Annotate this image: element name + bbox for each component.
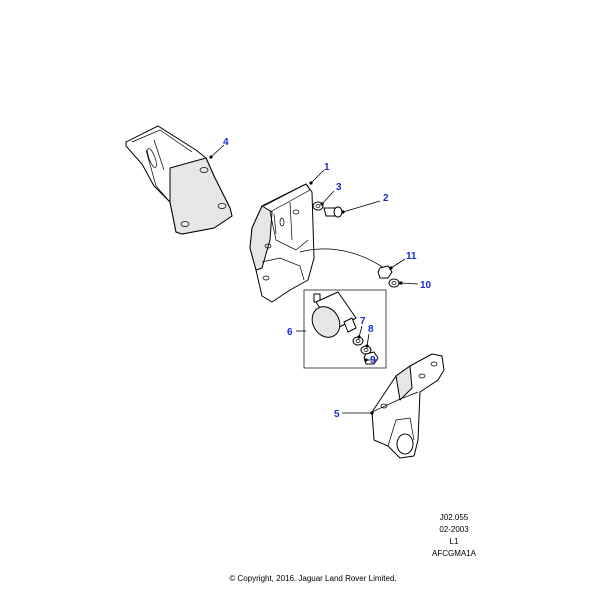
part-4-bracket	[125, 125, 233, 235]
callout-7: 7	[360, 316, 366, 327]
part-1-mounting-bracket	[249, 183, 315, 303]
callout-10: 10	[420, 280, 432, 291]
part-11-nut	[377, 265, 393, 279]
illustration-reference: J02.055 02-2003 L1 AFCGMA1A	[420, 512, 488, 560]
copyright-notice: © Copyright, 2016. Jaguar Land Rover Lim…	[229, 574, 397, 583]
retaining-cable	[299, 248, 385, 269]
callout-9: 9	[370, 355, 376, 366]
part-6-rubber-mount	[311, 291, 357, 338]
callout-3: 3	[336, 182, 342, 193]
part-2-bolt	[323, 206, 343, 218]
callout-2: 2	[383, 193, 389, 204]
reference-level: L1	[449, 537, 459, 546]
reference-code: J02.055	[439, 513, 469, 522]
callout-1: 1	[324, 162, 330, 173]
part-6-group-box	[303, 289, 387, 369]
reference-illustration-id: AFCGMA1A	[431, 549, 476, 558]
reference-date: 02-2003	[439, 525, 469, 534]
callout-8: 8	[368, 324, 374, 335]
callout-5: 5	[334, 409, 340, 420]
callout-6: 6	[287, 327, 293, 338]
callout-labels: 4 1 3 2 11 10 6 7 8 9 5	[223, 137, 432, 420]
part-10-washer	[388, 278, 400, 288]
callout-11: 11	[406, 251, 417, 262]
part-5-bracket	[371, 353, 445, 459]
callout-4: 4	[223, 137, 229, 148]
leader-lines	[209, 144, 419, 415]
part-9-nut	[363, 351, 379, 365]
